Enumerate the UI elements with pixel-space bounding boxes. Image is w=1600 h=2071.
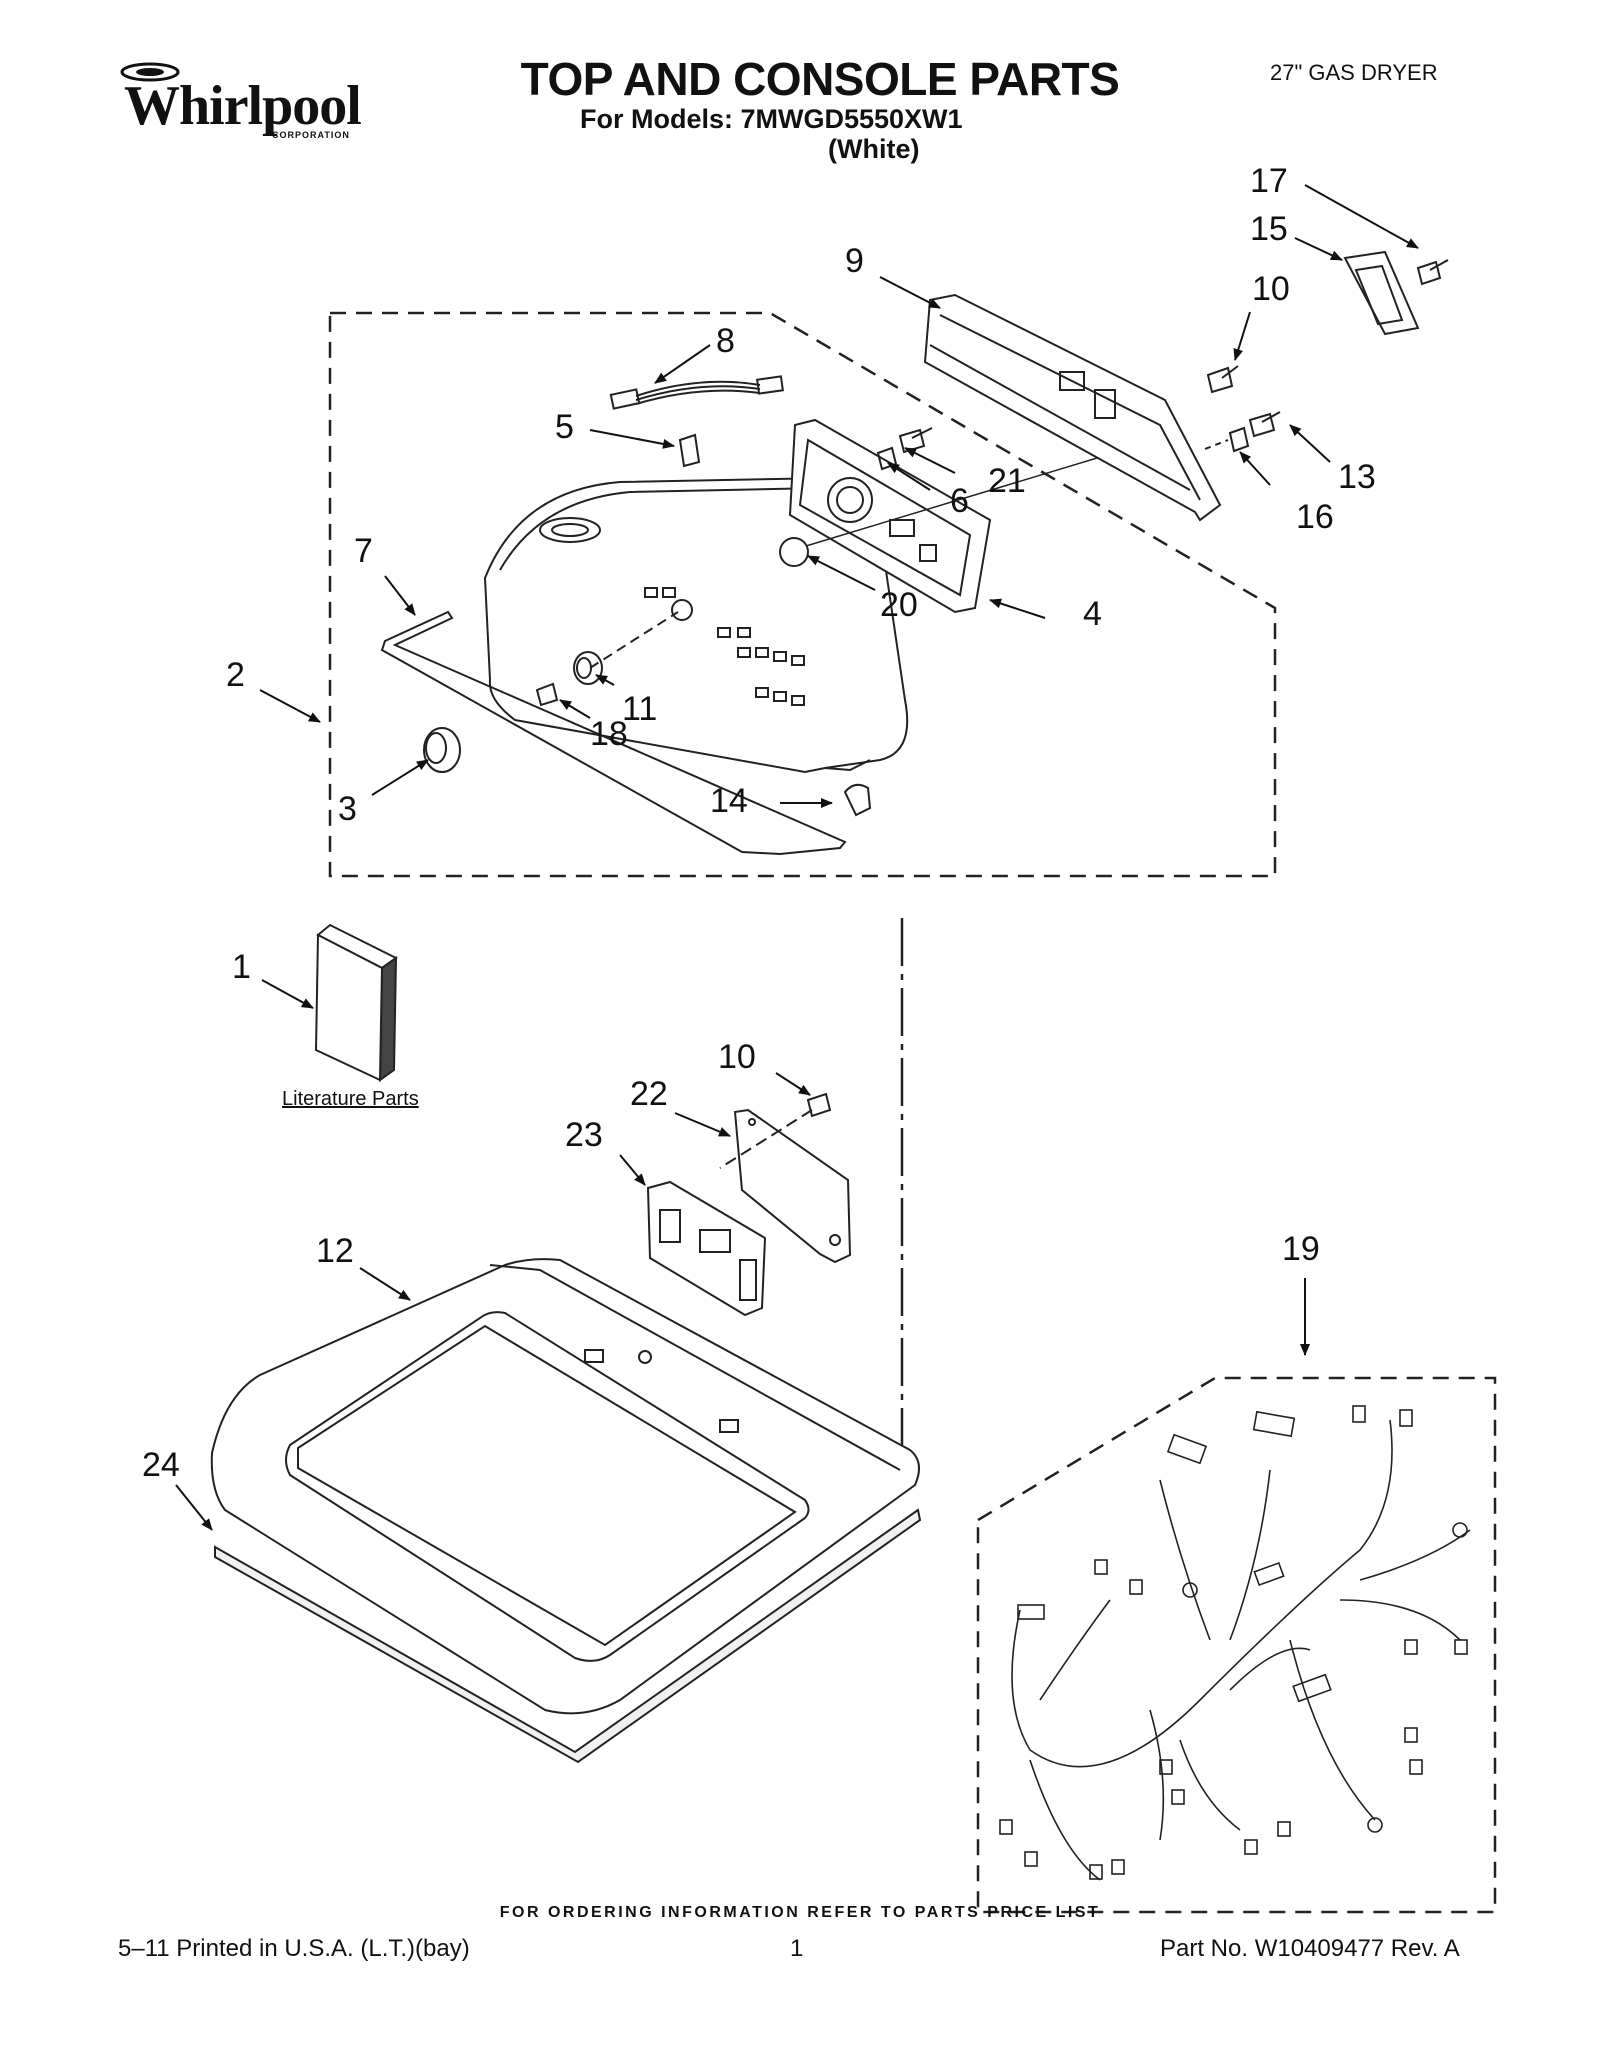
- callout-6: 6: [950, 482, 969, 520]
- callout-4: 4: [1083, 595, 1102, 633]
- callout-21: 21: [988, 462, 1026, 500]
- callout-7: 7: [354, 532, 373, 570]
- callout-10-top: 10: [1252, 270, 1290, 308]
- knob-part: [423, 727, 461, 773]
- top-pad-part: [214, 1508, 922, 1764]
- fastener-parts: [876, 365, 1281, 471]
- callout-18: 18: [590, 715, 628, 753]
- rear-console-part: [923, 293, 1222, 522]
- callout-numbers: 1 2 3 4 5 6 7 8 9 10 10 11 12 13 14 15 1…: [142, 162, 1376, 1484]
- callout-14: 14: [710, 782, 748, 820]
- models-line: For Models: 7MWGD5550XW1: [580, 104, 963, 134]
- callout-13: 13: [1338, 458, 1376, 496]
- trim-strip-part: [380, 610, 847, 856]
- callout-9: 9: [845, 242, 864, 280]
- harness-group-boundary: [976, 1376, 1497, 1914]
- mounting-plate-part: [719, 1108, 852, 1264]
- main-harness-part: [999, 1405, 1471, 1881]
- print-info: 5–11 Printed in U.S.A. (L.T.)(bay): [118, 1935, 470, 1962]
- literature-label: Literature Parts: [282, 1088, 419, 1110]
- callout-2: 2: [226, 656, 245, 694]
- callout-8: 8: [716, 322, 735, 360]
- control-module-part: [646, 1180, 767, 1317]
- ui-board-part: [788, 418, 992, 614]
- callout-11: 11: [622, 690, 657, 728]
- page-title: TOP AND CONSOLE PARTS: [520, 53, 1120, 105]
- callout-15: 15: [1250, 210, 1288, 248]
- callout-16: 16: [1296, 498, 1334, 536]
- part-number: Part No. W10409477 Rev. A: [1160, 1935, 1460, 1962]
- wire-harness-part: [609, 375, 784, 410]
- callout-20: 20: [880, 586, 918, 624]
- callout-1: 1: [232, 948, 251, 986]
- callout-19: 19: [1282, 1230, 1320, 1268]
- brand-subtitle: CORPORATION: [272, 130, 350, 140]
- leader-arrows: [175, 184, 1419, 1531]
- callout-17: 17: [1250, 162, 1288, 200]
- page-number: 1: [790, 1935, 804, 1962]
- screw-10-lower: [806, 1092, 832, 1118]
- callout-24: 24: [142, 1446, 180, 1484]
- callout-23: 23: [565, 1116, 603, 1154]
- brand-logo: Whirlpool CORPORATION: [110, 56, 362, 146]
- literature-booklet: [314, 923, 398, 1082]
- logo-swirl-icon: [120, 62, 180, 82]
- product-type: 27" GAS DRYER: [1270, 60, 1438, 85]
- round-part: [779, 537, 809, 567]
- brand-name: Whirlpool: [124, 75, 362, 137]
- small-console-parts: [535, 433, 872, 817]
- callout-5: 5: [555, 408, 574, 446]
- ordering-note: FOR ORDERING INFORMATION REFER TO PARTS …: [499, 1904, 1101, 1921]
- console-group-boundary: [328, 311, 1277, 878]
- callout-22: 22: [630, 1075, 668, 1113]
- color-line: (White): [828, 134, 920, 164]
- top-panel-part: [210, 1258, 920, 1715]
- callout-3: 3: [338, 790, 357, 828]
- callout-10-lower: 10: [718, 1038, 756, 1076]
- mounting-bracket-part: [1343, 250, 1449, 336]
- callout-12: 12: [316, 1232, 354, 1270]
